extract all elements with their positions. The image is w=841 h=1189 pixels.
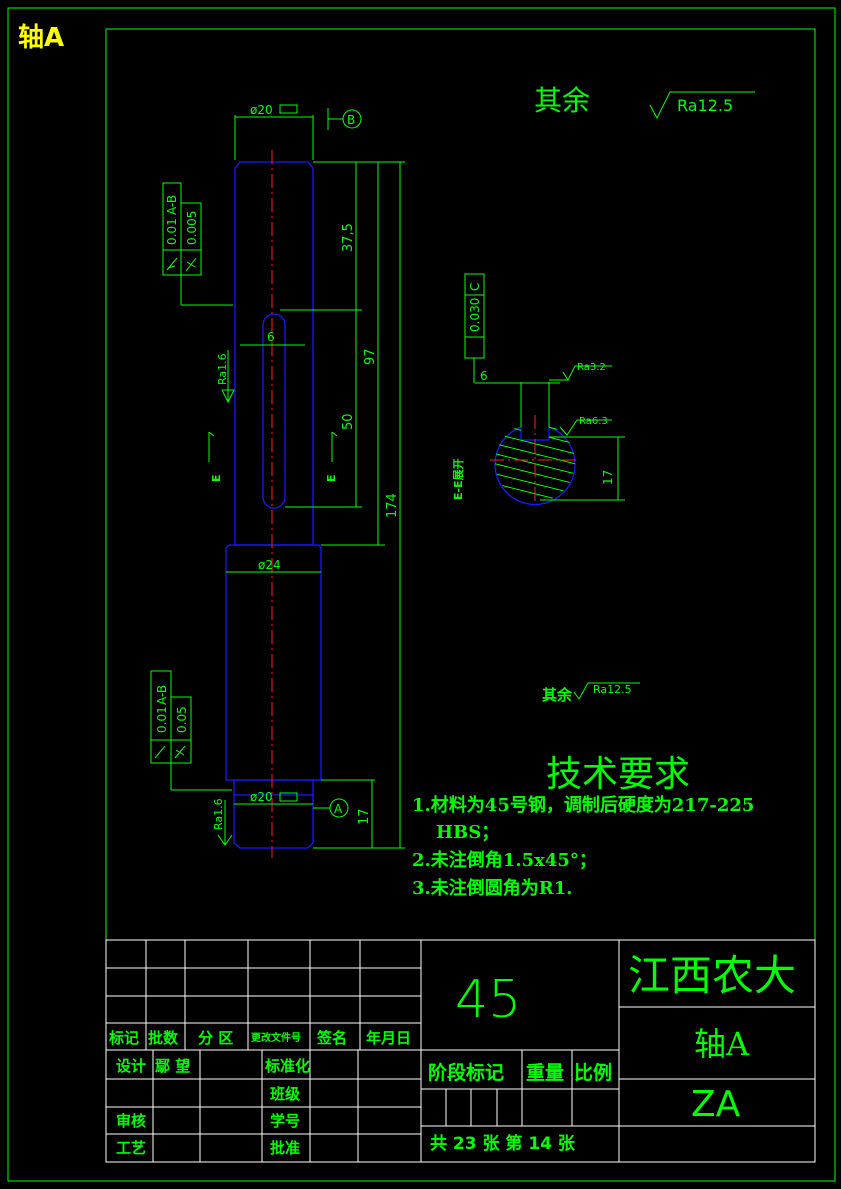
svg-text:174: 174 [385, 493, 400, 518]
tb-header-0: 标记 [108, 1029, 139, 1047]
tb-sheet-info: 共 23 张 第 14 张 [430, 1133, 576, 1154]
svg-text:Ra6.3: Ra6.3 [579, 416, 608, 427]
keyway-slot [262, 313, 286, 509]
tb-stage-label: 阶段标记 [428, 1061, 504, 1084]
tb-code: ZA [691, 1084, 741, 1125]
roughness-default-symbol [649, 91, 755, 120]
svg-text:Ra1.6: Ra1.6 [216, 353, 229, 385]
svg-text:A-B: A-B [155, 685, 169, 705]
datum-a-marker: A [313, 798, 349, 818]
svg-text:Ra12.5: Ra12.5 [593, 683, 632, 696]
dim-middle-diameter: ø24 [226, 558, 321, 573]
sheet-title: 轴A [18, 23, 64, 53]
tech-requirements: 技术要求 1.材料为45号钢，调制后硬度为217-225 HBS； 2.未注倒角… [412, 754, 754, 899]
shaft-upper-segment [234, 161, 314, 546]
svg-text:6: 6 [267, 330, 275, 344]
section-outline [494, 426, 576, 506]
tb-approve-label: 批准 [270, 1139, 300, 1157]
tb-standard-label: 标准化 [264, 1057, 310, 1075]
roughness-default-small: 其余 Ra12.5 [542, 682, 640, 704]
svg-text:0.05: 0.05 [175, 706, 189, 733]
tb-student-no-label: 学号 [270, 1112, 300, 1130]
svg-text:ø24: ø24 [258, 558, 281, 572]
svg-text:E: E [210, 474, 223, 482]
tb-weight-label: 重量 [526, 1062, 564, 1084]
shaft-middle-segment [225, 544, 322, 781]
title-block: 标记 批数 分 区 更改文件号 签名 年月日 设计 鄢 望 标准化 班级 审核 … [105, 939, 816, 1163]
tech-req-item-3: 3.未注倒圆角为R1. [412, 877, 573, 899]
tb-header-3: 更改文件号 [251, 1031, 301, 1044]
svg-text:ø20: ø20 [250, 790, 273, 804]
svg-text:A: A [334, 802, 343, 816]
svg-text:Ra1.6: Ra1.6 [212, 798, 225, 830]
tb-header-2: 分 区 [198, 1029, 233, 1047]
svg-text:Ra3.2: Ra3.2 [577, 362, 606, 373]
tb-header-4: 签名 [316, 1029, 347, 1047]
svg-text:0.01: 0.01 [155, 706, 169, 733]
tb-header-1: 批数 [148, 1029, 179, 1047]
tech-req-item-1b: HBS； [436, 822, 499, 843]
svg-text:E: E [325, 474, 338, 482]
svg-text:17: 17 [601, 470, 615, 485]
svg-text:0.005: 0.005 [185, 211, 199, 245]
svg-text:C: C [468, 283, 482, 291]
tb-scale-label: 比例 [574, 1061, 612, 1084]
section-view: 6 0.030 C Ra3.2 Ra6.3 17 E-E展开 [452, 273, 625, 506]
svg-text:6: 6 [480, 369, 488, 383]
tb-part-name: 轴A [694, 1025, 750, 1063]
tb-material: 45 [455, 970, 521, 1030]
tolerance-frame-bottom: 0.01 A-B 0.05 [150, 670, 232, 791]
tb-designer-label: 设计 [116, 1057, 146, 1075]
svg-text:B: B [347, 113, 355, 127]
svg-text:其余: 其余 [542, 686, 573, 704]
svg-text:0.030: 0.030 [468, 298, 482, 332]
tolerance-frame-top: 0.01 A-B 0.005 [162, 182, 233, 306]
tb-review-label: 审核 [116, 1112, 146, 1130]
tech-req-item-1: 1.材料为45号钢，调制后硬度为217-225 [412, 794, 754, 816]
section-mark-left: E [208, 431, 223, 482]
section-mark-right: E [325, 431, 338, 482]
tb-school: 江西农大 [628, 951, 796, 1000]
dim-bottom-diameter: ø20 [234, 790, 313, 805]
tech-req-item-2: 2.未注倒角1.5x45°； [412, 849, 597, 871]
svg-text:0.01: 0.01 [165, 218, 179, 245]
svg-text:17: 17 [357, 808, 372, 825]
dim-vertical-set: 37,5 97 50 174 17 [280, 161, 405, 849]
roughness-side: Ra1.6 [216, 350, 235, 404]
shaft-view [225, 150, 322, 858]
svg-text:97: 97 [363, 348, 378, 365]
dim-keyway-width: 6 [240, 330, 305, 346]
roughness-default-prefix: 其余 [534, 84, 590, 117]
tech-req-title: 技术要求 [546, 754, 690, 795]
tb-class-label: 班级 [270, 1085, 301, 1103]
roughness-bottom: Ra1.6 [212, 798, 233, 846]
tb-header-5: 年月日 [366, 1029, 411, 1047]
shaft-lower-segment [233, 779, 314, 849]
tb-process-label: 工艺 [116, 1139, 146, 1157]
svg-text:ø20: ø20 [250, 103, 273, 117]
svg-text:A-B: A-B [165, 195, 179, 215]
datum-b-marker: B [327, 108, 362, 130]
outer-frame [7, 7, 836, 1182]
roughness-default-value: Ra12.5 [677, 96, 733, 115]
tb-designer-name: 鄢 望 [154, 1057, 190, 1075]
svg-text:50: 50 [341, 413, 356, 430]
dim-top-diameter: ø20 [234, 103, 314, 160]
svg-text:37,5: 37,5 [341, 223, 356, 252]
svg-text:E-E展开: E-E展开 [452, 458, 465, 500]
